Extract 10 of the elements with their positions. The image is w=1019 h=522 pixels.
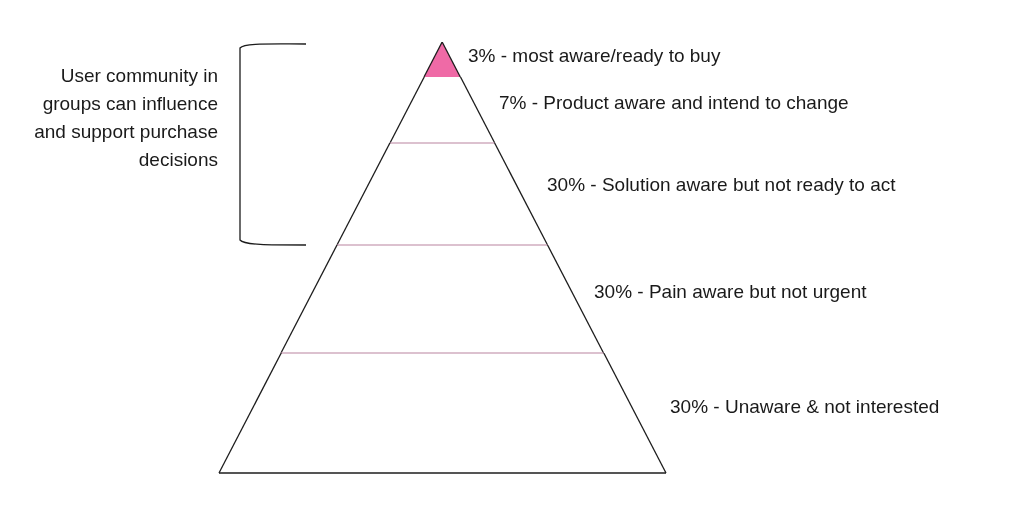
pyramid-tier xyxy=(336,143,549,246)
tier-label: 30% - Pain aware but not urgent xyxy=(594,280,867,304)
pyramid-tier xyxy=(389,77,496,144)
tier-label: 3% - most aware/ready to buy xyxy=(468,44,721,68)
tier-label: 30% - Unaware & not interested xyxy=(670,395,940,419)
pyramid-tier xyxy=(218,353,667,474)
annotation-text: User community in groups can influence and support purchase decisions xyxy=(33,64,218,172)
pyramid-tier xyxy=(423,42,462,78)
tier-label: 7% - Product aware and intend to change xyxy=(499,91,849,115)
tier-label: 30% - Solution aware but not ready to act xyxy=(547,173,896,197)
